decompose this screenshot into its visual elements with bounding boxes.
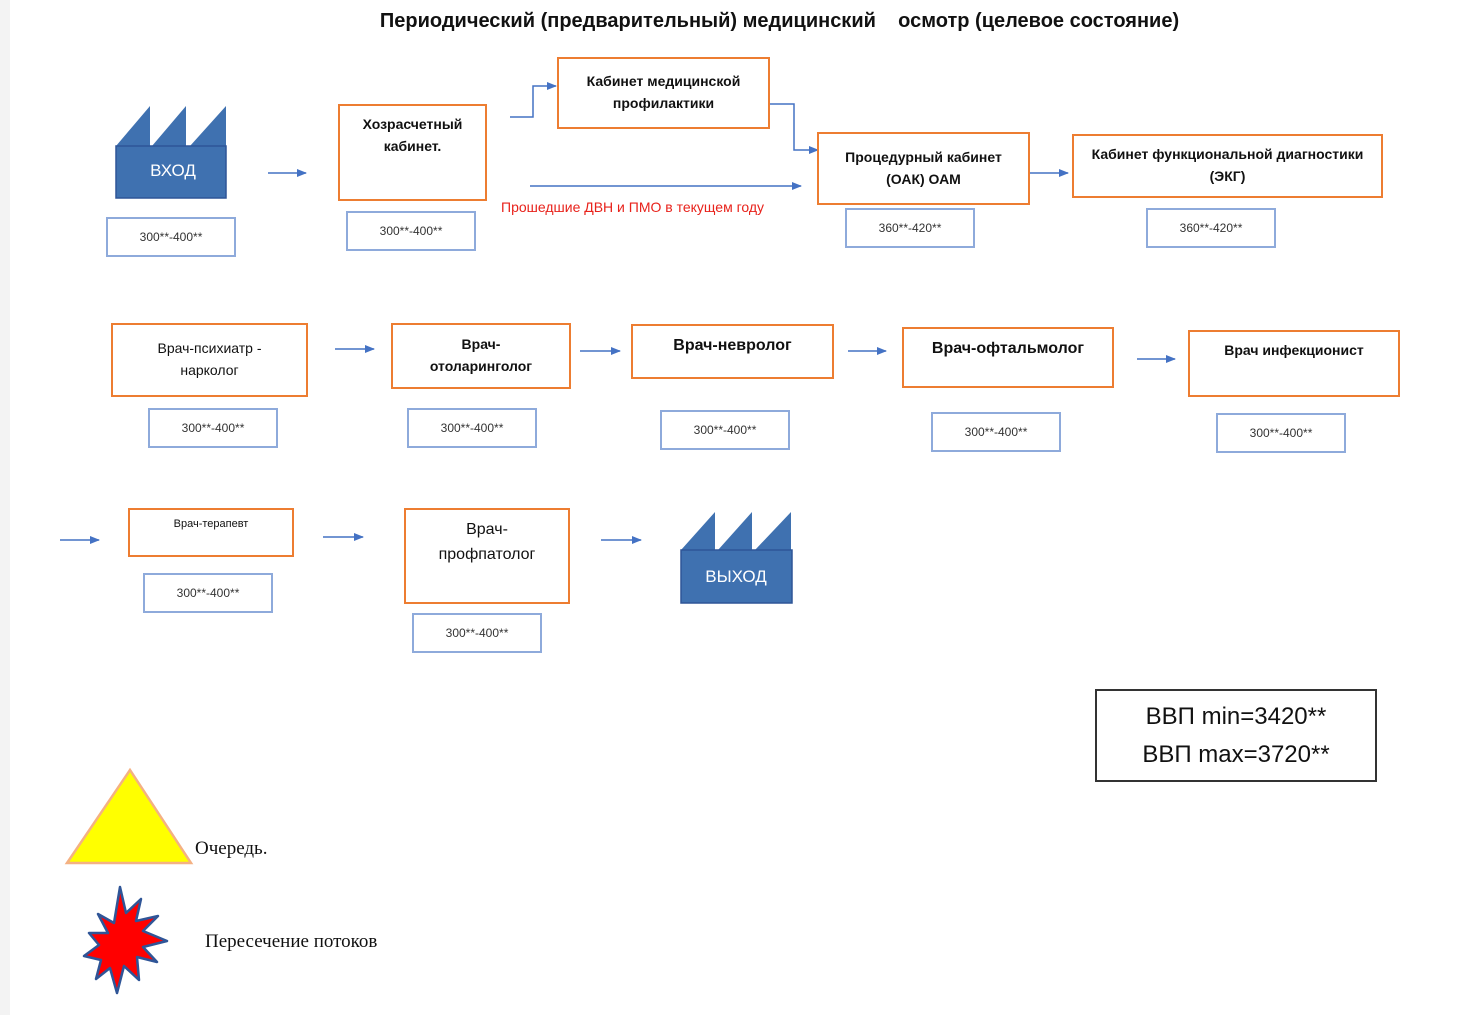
- step-infectionist: Врач инфекционист: [1188, 330, 1400, 397]
- step-prophylaxis-office: Кабинет медицинской профилактики: [557, 57, 770, 129]
- vvp-summary-box: ВВП min=3420** ВВП max=3720**: [1095, 689, 1377, 782]
- exit-label: ВЫХОД: [705, 567, 767, 586]
- step-procedure-room: Процедурный кабинет (ОАК) ОАМ: [817, 132, 1030, 205]
- step-therapist: Врач-терапевт: [128, 508, 294, 557]
- step-psychiatrist-time: 300**-400**: [148, 408, 278, 448]
- step-neurologist: Врач-невролог: [631, 324, 834, 379]
- step-profpathologist-time: 300**-400**: [412, 613, 542, 653]
- step-neurologist-time: 300**-400**: [660, 410, 790, 450]
- bypass-note: Прошедшие ДВН и ПМО в текущем году: [501, 199, 765, 215]
- legend-queue-label: Очередь.: [195, 838, 268, 859]
- step-therapist-time: 300**-400**: [143, 573, 273, 613]
- entry-label: ВХОД: [150, 161, 196, 180]
- vvp-min: ВВП min=3420**: [1145, 703, 1327, 731]
- step-cashier-office-time: 300**-400**: [346, 211, 476, 251]
- step-infectionist-time: 300**-400**: [1216, 413, 1346, 453]
- exit-factory-icon: ВЫХОД: [680, 512, 793, 604]
- entry-time: 300**-400**: [106, 217, 236, 257]
- arrow-cashier-to-prophylaxis: [510, 82, 557, 118]
- flow-crossing-burst-icon: [82, 885, 169, 995]
- step-ophthalmologist-time: 300**-400**: [931, 412, 1061, 452]
- entry-factory-icon: ВХОД: [115, 106, 227, 199]
- vvp-max: ВВП max=3720**: [1142, 740, 1330, 768]
- step-procedure-room-time: 360**-420**: [845, 208, 975, 248]
- step-profpathologist: Врач-профпатолог: [404, 508, 570, 604]
- step-psychiatrist: Врач-психиатр - нарколог: [111, 323, 308, 397]
- legend-crossing-label: Пересечение потоков: [205, 931, 378, 952]
- step-ophthalmologist: Врач-офтальмолог: [902, 327, 1114, 388]
- queue-triangle-icon: [64, 767, 194, 865]
- page-title: Периодический (предварительный) медицинс…: [379, 10, 1180, 32]
- step-functional-diagnostics-time: 360**-420**: [1146, 208, 1276, 248]
- step-functional-diagnostics: Кабинет функциональной диагностики (ЭКГ): [1072, 134, 1383, 198]
- step-otolaryngologist: Врач-отоларинголог: [391, 323, 571, 389]
- step-otolaryngologist-time: 300**-400**: [407, 408, 537, 448]
- step-cashier-office: Хозрасчетный кабинет.: [338, 104, 487, 201]
- arrow-prophylaxis-to-procedure: [770, 103, 819, 154]
